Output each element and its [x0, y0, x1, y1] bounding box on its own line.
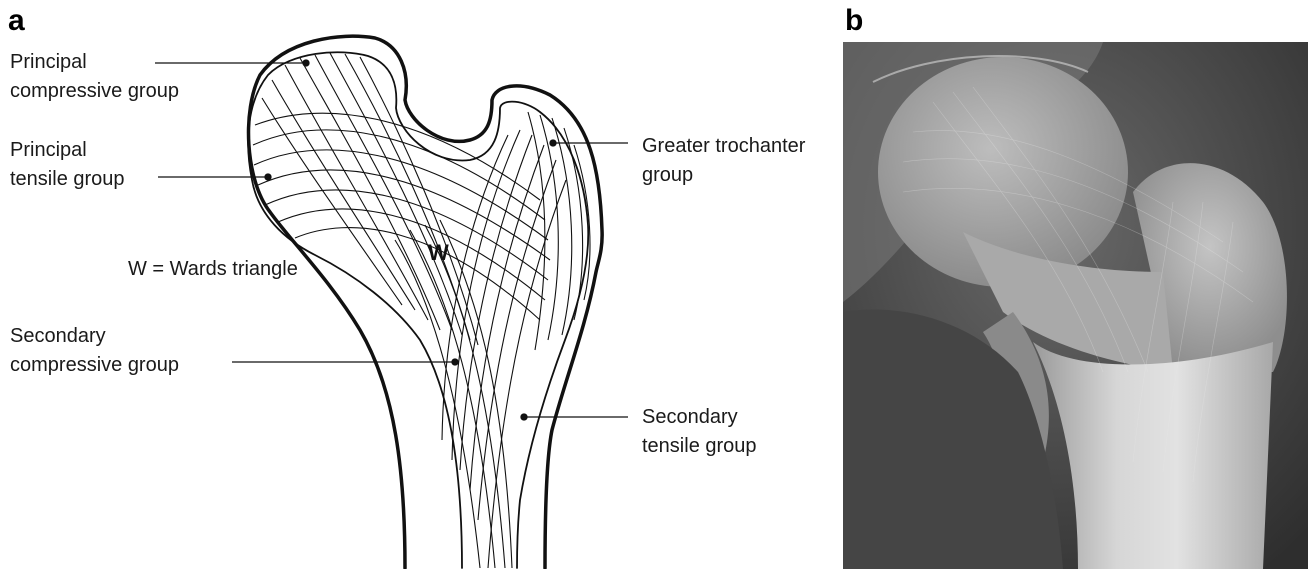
femur-trabecular-diagram: W: [0, 0, 840, 569]
leader-dot: [265, 174, 271, 180]
leader-dot: [303, 60, 309, 66]
trabecular-lines: [253, 53, 590, 568]
trabecula: [410, 230, 495, 568]
trabecula: [258, 170, 550, 260]
trabecula: [278, 209, 545, 300]
leader-dot: [521, 414, 527, 420]
trabecula: [254, 150, 548, 240]
radiograph-image: [843, 42, 1308, 569]
trabecula: [262, 98, 402, 305]
trabecula: [460, 135, 532, 470]
trabecula: [395, 240, 480, 568]
wards-triangle-letter: W: [428, 240, 449, 265]
trabecula: [315, 55, 452, 330]
trabecula: [440, 220, 512, 568]
trabecula: [253, 130, 545, 220]
femur-inner-outline: [248, 52, 588, 568]
trabecula: [295, 228, 540, 320]
panel-label-b: b: [845, 6, 863, 36]
hip-radiograph: [843, 42, 1308, 569]
leader-dot: [452, 359, 458, 365]
leader-dot: [550, 140, 556, 146]
